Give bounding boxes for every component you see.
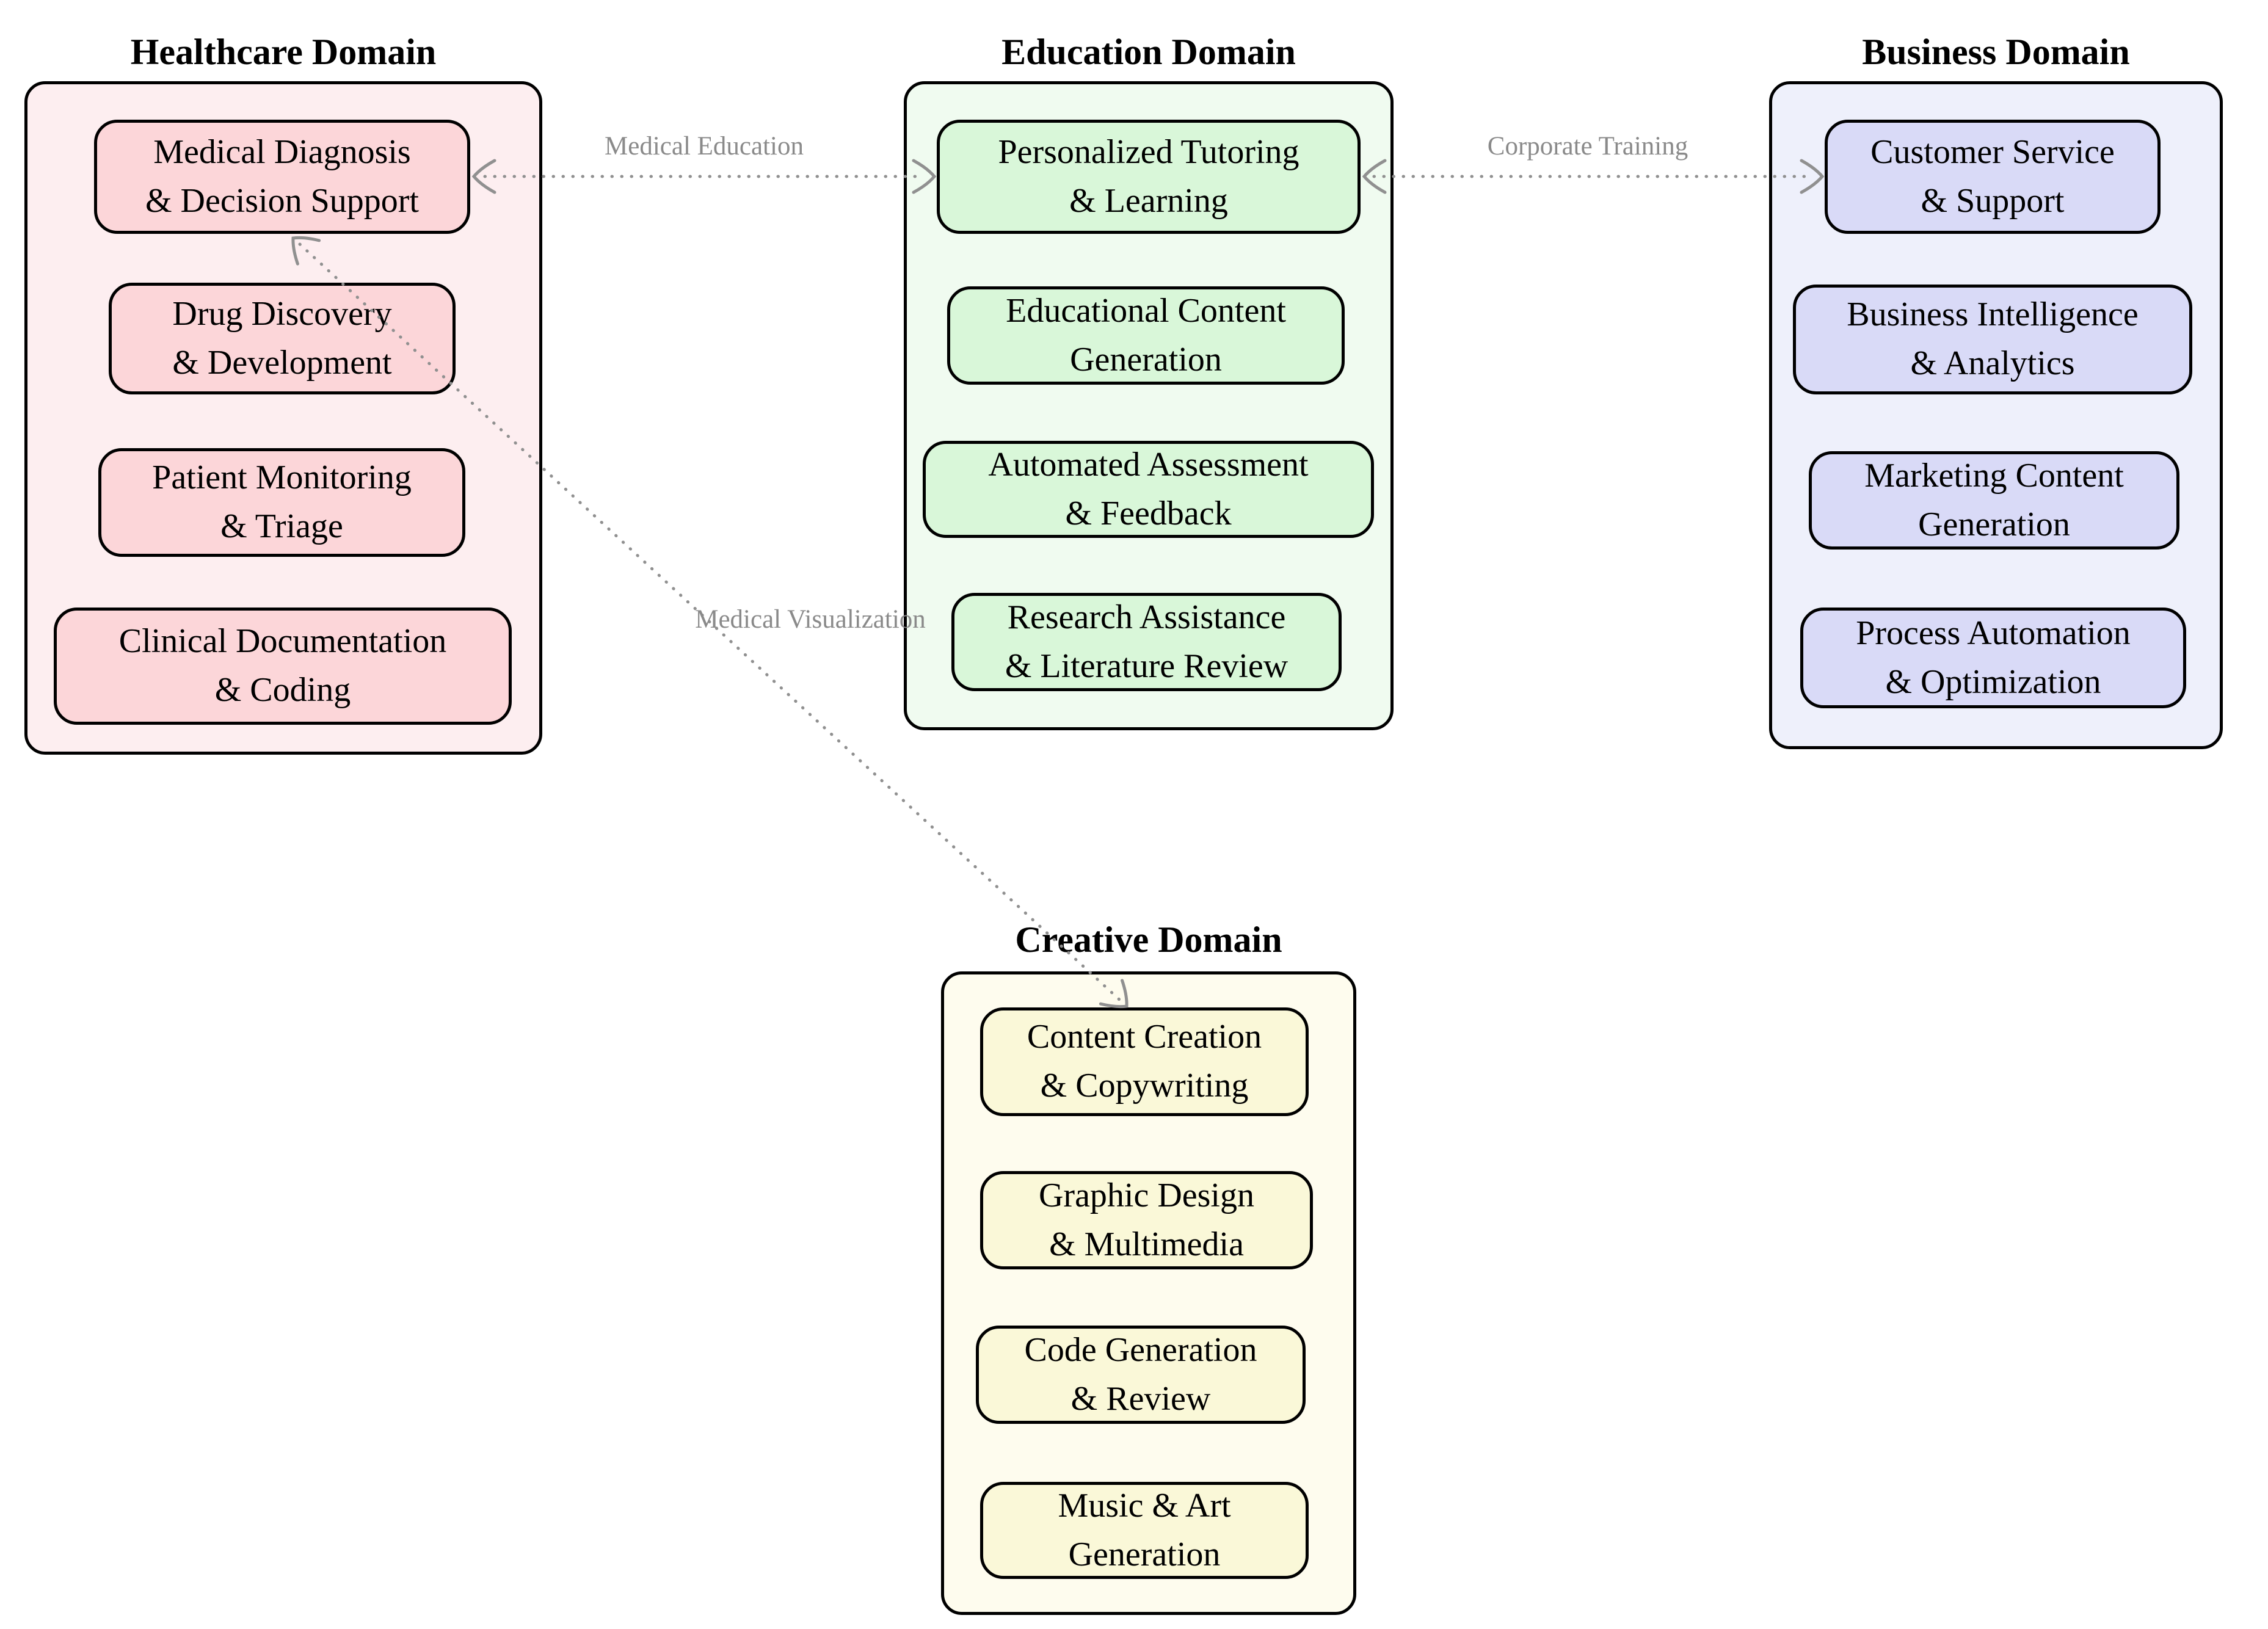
node-music-art: Music & Art Generation	[980, 1482, 1309, 1579]
node-clinical-documentation: Clinical Documentation & Coding	[54, 608, 512, 725]
node-business-intelligence: Business Intelligence & Analytics	[1793, 285, 2192, 394]
business-domain-title: Business Domain	[1862, 32, 2130, 72]
edge-label-corporate-training: Corporate Training	[1487, 132, 1688, 161]
node-drug-discovery: Drug Discovery & Development	[109, 283, 456, 394]
node-content-creation: Content Creation & Copywriting	[980, 1007, 1309, 1116]
edge-label-medical-visualization: Medical Visualization	[695, 605, 926, 634]
node-marketing-content: Marketing Content Generation	[1809, 451, 2179, 550]
node-personalized-tutoring: Personalized Tutoring & Learning	[937, 120, 1361, 234]
node-customer-service: Customer Service & Support	[1825, 120, 2161, 234]
node-medical-diagnosis: Medical Diagnosis & Decision Support	[94, 120, 470, 234]
node-educational-content: Educational Content Generation	[947, 286, 1345, 385]
node-process-automation: Process Automation & Optimization	[1800, 608, 2186, 708]
node-automated-assessment: Automated Assessment & Feedback	[923, 441, 1374, 538]
healthcare-domain-title: Healthcare Domain	[130, 32, 437, 72]
creative-domain-title: Creative Domain	[1015, 920, 1282, 960]
edge-label-medical-education: Medical Education	[605, 132, 804, 161]
node-patient-monitoring: Patient Monitoring & Triage	[98, 448, 465, 557]
node-code-generation: Code Generation & Review	[976, 1326, 1306, 1424]
node-graphic-design: Graphic Design & Multimedia	[980, 1171, 1313, 1269]
node-research-assistance: Research Assistance & Literature Review	[951, 593, 1342, 691]
education-domain-title: Education Domain	[1001, 32, 1296, 72]
